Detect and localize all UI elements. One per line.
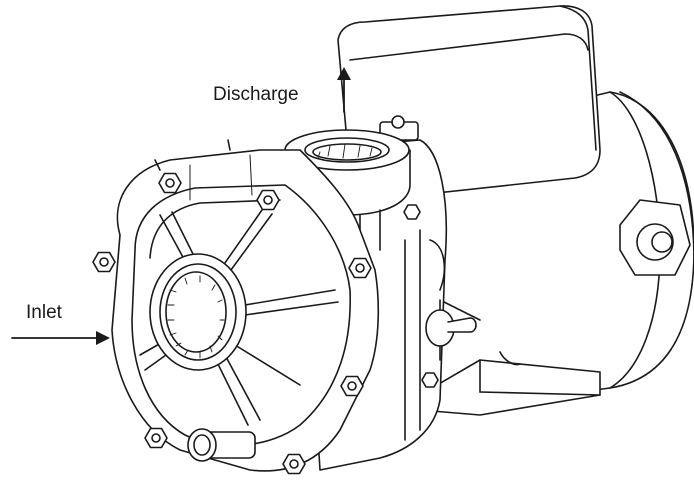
side-valve [425, 299, 477, 361]
discharge-arrow [337, 67, 351, 113]
inlet-label: Inlet [26, 302, 62, 323]
cover-bolts [92, 172, 439, 475]
bolt-icon [256, 189, 280, 211]
bolt-icon [144, 427, 168, 449]
bolt-icon [403, 204, 421, 220]
motor-end-bolt [619, 199, 691, 276]
bolt-icon [92, 251, 116, 273]
bolt-icon [158, 172, 182, 194]
bolt-icon [348, 257, 372, 279]
bolt-icon [340, 375, 364, 397]
top-clamp [379, 115, 419, 141]
motor-base [419, 351, 601, 416]
bolt-icon [421, 372, 439, 388]
bolt-icon [282, 453, 306, 475]
drain-plug [187, 428, 256, 462]
discharge-label: Discharge [213, 84, 299, 105]
inlet-port [149, 253, 247, 371]
inlet-arrow [11, 331, 110, 345]
